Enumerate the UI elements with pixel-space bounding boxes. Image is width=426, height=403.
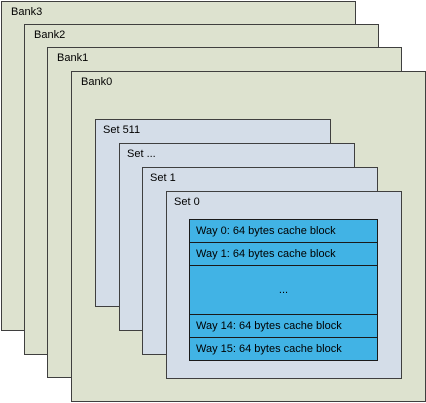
way-1-row: Way 1: 64 bytes cache block xyxy=(190,243,377,266)
set-1-label: Set 1 xyxy=(150,172,176,184)
way-14-label: Way 14: 64 bytes cache block xyxy=(196,320,342,332)
set-511-label: Set 511 xyxy=(103,124,141,136)
set-ellipsis-label: Set ... xyxy=(127,148,156,160)
set-0-label: Set 0 xyxy=(174,196,200,208)
way-0-row: Way 0: 64 bytes cache block xyxy=(190,220,377,243)
bank-0-label: Bank0 xyxy=(81,76,113,88)
way-14-row: Way 14: 64 bytes cache block xyxy=(190,314,377,337)
way-15-label: Way 15: 64 bytes cache block xyxy=(196,343,342,355)
bank-1-label: Bank1 xyxy=(57,52,89,64)
ways-block: Way 0: 64 bytes cache block Way 1: 64 by… xyxy=(189,219,378,361)
bank-2-label: Bank2 xyxy=(34,29,66,41)
way-0-label: Way 0: 64 bytes cache block xyxy=(196,225,336,237)
way-15-row: Way 15: 64 bytes cache block xyxy=(190,337,377,360)
ways-ellipsis: ... xyxy=(278,284,289,296)
way-1-label: Way 1: 64 bytes cache block xyxy=(196,248,336,260)
bank-3-label: Bank3 xyxy=(11,6,43,18)
